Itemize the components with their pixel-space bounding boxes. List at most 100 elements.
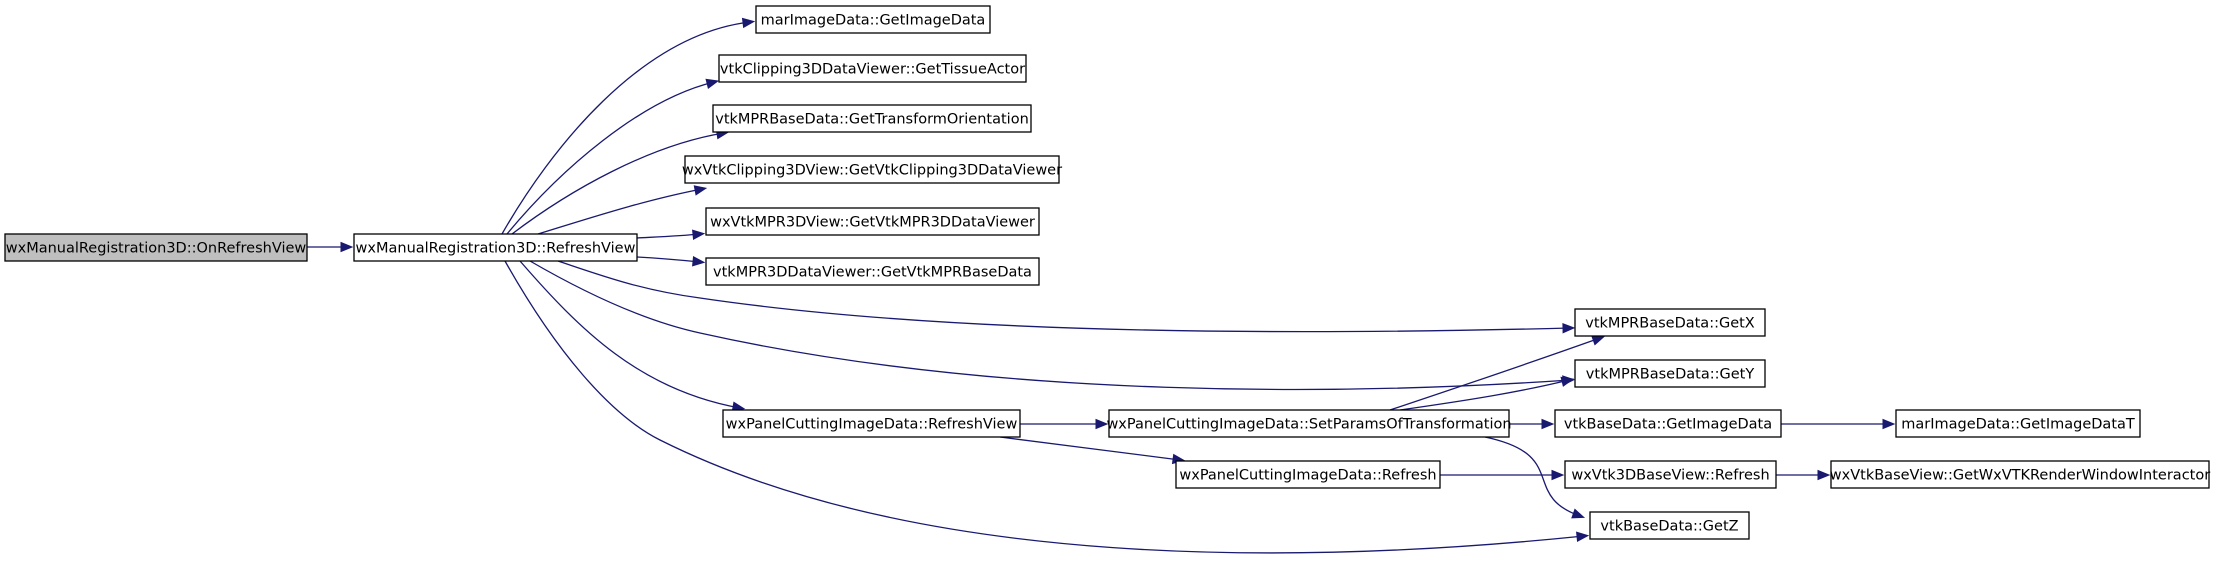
node-box[interactable] bbox=[353, 233, 638, 262]
node-n9[interactable]: vtkMPRBaseData::GetY bbox=[1574, 359, 1766, 388]
node-box[interactable] bbox=[712, 104, 1032, 133]
edge-line bbox=[501, 21, 751, 235]
node-label: vtkMPRBaseData::GetTransformOrientation bbox=[715, 112, 1029, 128]
edge-n1-n3 bbox=[506, 78, 720, 235]
edge-line bbox=[636, 256, 701, 263]
edge-n1-n8 bbox=[557, 260, 1576, 334]
edge-line bbox=[504, 260, 1585, 554]
node-box[interactable] bbox=[722, 409, 1021, 438]
node-n8[interactable]: vtkMPRBaseData::GetX bbox=[1574, 308, 1766, 337]
edge-arrowhead bbox=[693, 185, 708, 196]
node-n15[interactable]: wxVtk3DBaseView::Refresh bbox=[1564, 460, 1777, 489]
node-label: wxManualRegistration3D::OnRefreshView bbox=[6, 241, 307, 257]
node-box[interactable] bbox=[1554, 409, 1782, 438]
edge-arrowhead bbox=[1541, 418, 1555, 430]
node-n5[interactable]: wxVtkClipping3DView::GetVtkClipping3DDat… bbox=[682, 155, 1062, 184]
node-n16[interactable]: wxVtkBaseView::GetWxVTKRenderWindowInter… bbox=[1830, 460, 2210, 489]
node-n2[interactable]: marImageData::GetImageData bbox=[755, 5, 991, 34]
node-label: vtkBaseData::GetZ bbox=[1600, 519, 1738, 535]
edge-arrowhead bbox=[1571, 508, 1586, 519]
edge-n0-n1 bbox=[307, 241, 354, 253]
edge-arrowhead bbox=[1551, 469, 1565, 481]
node-box[interactable] bbox=[1108, 409, 1510, 438]
node-box[interactable] bbox=[1175, 460, 1441, 489]
node-label: wxVtkClipping3DView::GetVtkClipping3DDat… bbox=[682, 163, 1062, 179]
node-label: wxVtkMPR3DView::GetVtkMPR3DDataViewer bbox=[710, 215, 1035, 231]
edge-line bbox=[1399, 379, 1570, 411]
edge-arrowhead bbox=[741, 17, 756, 29]
edge-line bbox=[511, 132, 725, 235]
node-n14[interactable]: wxPanelCuttingImageData::Refresh bbox=[1175, 460, 1441, 489]
node-n1[interactable]: wxManualRegistration3D::RefreshView bbox=[353, 233, 638, 262]
edge-n10-n11 bbox=[1020, 418, 1109, 430]
node-box[interactable] bbox=[718, 54, 1027, 83]
node-box[interactable] bbox=[1574, 359, 1766, 388]
edge-arrowhead bbox=[1882, 418, 1896, 430]
node-box[interactable] bbox=[4, 233, 308, 262]
edge-line bbox=[519, 260, 741, 409]
node-n3[interactable]: vtkClipping3DDataViewer::GetTissueActor bbox=[718, 54, 1027, 83]
node-box[interactable] bbox=[1589, 511, 1750, 540]
edge-line bbox=[636, 233, 701, 239]
node-label: wxPanelCuttingImageData::SetParamsOfTran… bbox=[1106, 417, 1511, 433]
edge-n10-n14 bbox=[999, 436, 1186, 465]
edge-arrowhead bbox=[1591, 335, 1606, 346]
node-box[interactable] bbox=[705, 207, 1040, 236]
node-label: vtkMPRBaseData::GetY bbox=[1586, 367, 1755, 383]
edge-arrowhead bbox=[1095, 418, 1109, 430]
node-box[interactable] bbox=[1574, 308, 1766, 337]
edges-layer bbox=[307, 17, 1896, 554]
edge-line bbox=[999, 436, 1181, 461]
edge-n1-n2 bbox=[501, 17, 756, 235]
edge-arrowhead bbox=[1562, 322, 1576, 334]
edge-n11-n8 bbox=[1389, 335, 1606, 411]
node-n13[interactable]: marImageData::GetImageDataT bbox=[1895, 409, 2141, 438]
node-label: vtkBaseData::GetImageData bbox=[1564, 417, 1772, 433]
edge-line bbox=[529, 260, 1571, 391]
node-n10[interactable]: wxPanelCuttingImageData::RefreshView bbox=[722, 409, 1021, 438]
node-n0[interactable]: wxManualRegistration3D::OnRefreshView bbox=[4, 233, 308, 262]
node-box[interactable] bbox=[684, 155, 1060, 184]
edge-n1-n9 bbox=[529, 260, 1576, 391]
edge-line bbox=[506, 81, 715, 235]
node-n6[interactable]: wxVtkMPR3DView::GetVtkMPR3DDataViewer bbox=[705, 207, 1040, 236]
node-label: marImageData::GetImageDataT bbox=[1901, 417, 2135, 433]
node-box[interactable] bbox=[1564, 460, 1777, 489]
node-box[interactable] bbox=[755, 5, 991, 34]
node-box[interactable] bbox=[1895, 409, 2141, 438]
edge-arrowhead bbox=[1817, 469, 1831, 481]
edge-n1-n6 bbox=[636, 229, 706, 240]
edge-arrowhead bbox=[692, 229, 706, 240]
edge-arrowhead bbox=[1576, 531, 1590, 542]
edge-arrowhead bbox=[1560, 376, 1575, 387]
edge-n1-n5 bbox=[537, 185, 708, 235]
node-box[interactable] bbox=[1830, 460, 2210, 489]
edge-n1-n7 bbox=[636, 256, 706, 267]
node-n4[interactable]: vtkMPRBaseData::GetTransformOrientation bbox=[712, 104, 1032, 133]
nodes-layer: wxManualRegistration3D::OnRefreshView wxM… bbox=[4, 5, 2210, 540]
edge-line bbox=[537, 188, 703, 235]
node-label: vtkMPR3DDataViewer::GetVtkMPRBaseData bbox=[713, 265, 1032, 281]
edge-n14-n15 bbox=[1439, 469, 1565, 481]
node-n11[interactable]: wxPanelCuttingImageData::SetParamsOfTran… bbox=[1106, 409, 1512, 438]
node-n12[interactable]: vtkBaseData::GetImageData bbox=[1554, 409, 1782, 438]
node-box[interactable] bbox=[705, 257, 1040, 286]
node-label: wxManualRegistration3D::RefreshView bbox=[356, 241, 636, 257]
edge-line bbox=[557, 260, 1571, 333]
node-n17[interactable]: vtkBaseData::GetZ bbox=[1589, 511, 1750, 540]
node-n7[interactable]: vtkMPR3DDataViewer::GetVtkMPRBaseData bbox=[705, 257, 1040, 286]
edge-arrowhead bbox=[705, 78, 720, 89]
edge-n11-n9 bbox=[1399, 376, 1575, 411]
edge-n1-n17 bbox=[504, 260, 1590, 554]
edge-n12-n13 bbox=[1781, 418, 1896, 430]
node-label: vtkClipping3DDataViewer::GetTissueActor bbox=[720, 62, 1025, 78]
node-label: vtkMPRBaseData::GetX bbox=[1585, 316, 1755, 332]
node-label: wxVtk3DBaseView::Refresh bbox=[1571, 468, 1769, 484]
edge-line bbox=[1389, 337, 1601, 411]
edge-n11-n12 bbox=[1509, 418, 1555, 430]
node-label: marImageData::GetImageData bbox=[761, 13, 986, 29]
edge-arrowhead bbox=[692, 256, 706, 267]
edge-n15-n16 bbox=[1775, 469, 1831, 481]
node-label: wxPanelCuttingImageData::Refresh bbox=[1179, 468, 1436, 484]
